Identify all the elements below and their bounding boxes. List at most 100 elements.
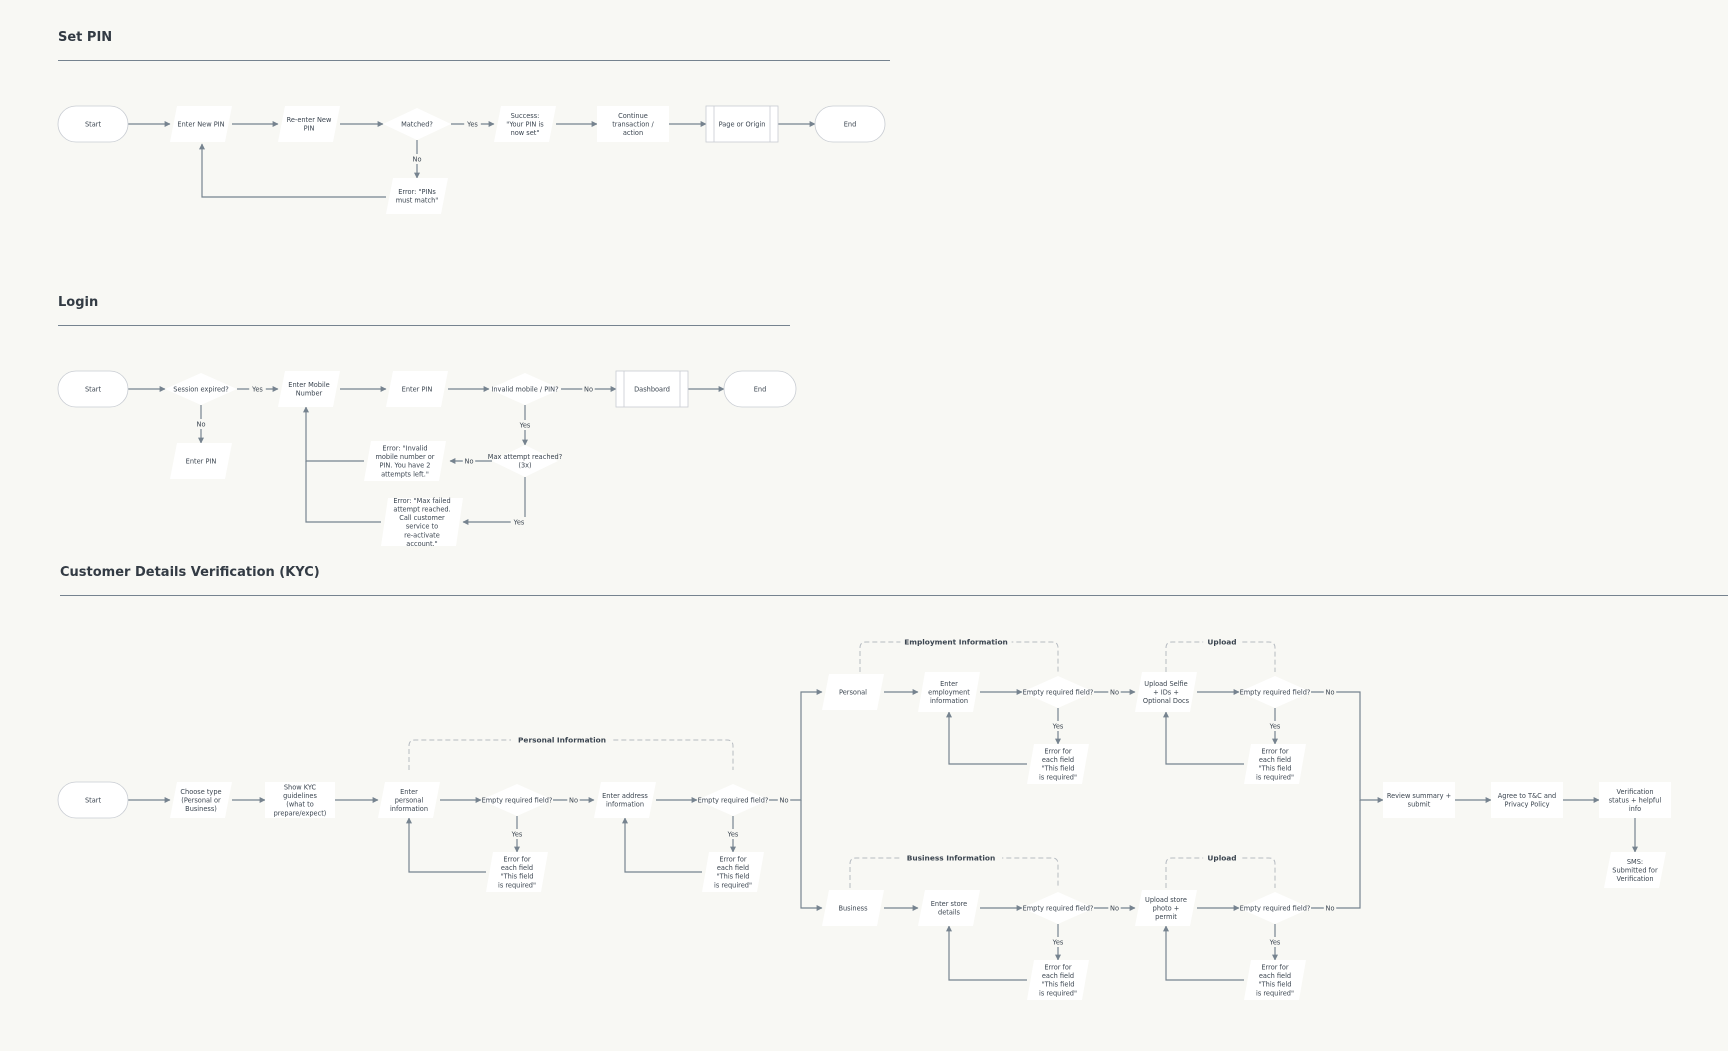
node-lg-start-start[interactable]: Start: [57, 370, 129, 408]
section-title-set-pin: Set PIN: [58, 30, 113, 45]
node-k-business-business[interactable]: Business: [822, 890, 884, 926]
node-sp-page-page-or-origin[interactable]: Page or Origin: [705, 105, 779, 143]
io-shape: [822, 674, 884, 710]
node-k-emp2-empty-required-field[interactable]: Empty required field?: [697, 784, 769, 816]
node-k-emp5-empty-required-field[interactable]: Empty required field?: [1022, 892, 1094, 924]
node-k-review-review-summary-submit[interactable]: Review summary +submit: [1383, 782, 1455, 818]
node-lg-pin2-enter-pin[interactable]: Enter PIN: [170, 443, 232, 479]
connector-k-emp3-to-k-selfie: No: [1094, 687, 1136, 697]
group-personal-information: Personal Information: [408, 735, 734, 770]
node-label: Session expired?: [173, 385, 229, 393]
node-sp-matched-matched[interactable]: Matched?: [383, 108, 451, 140]
node-label: Start: [85, 120, 102, 128]
connector-label-backdrop: [1266, 721, 1284, 731]
connector-label: Yes: [1269, 938, 1281, 946]
io-shape: [918, 672, 980, 712]
node-label: Matched?: [401, 120, 433, 128]
group-boundary: [859, 641, 1059, 672]
connector-sp-matched-to-sp-success: Yes: [451, 119, 495, 129]
io-shape: [702, 852, 764, 892]
group-label: Upload: [1207, 638, 1236, 647]
section-title-kyc: Customer Details Verification (KYC): [60, 565, 320, 580]
io-shape: [1027, 744, 1089, 784]
connector-k-err2-to-k-addr: [622, 817, 702, 873]
decision-shape: [165, 373, 237, 405]
terminal-shape: [814, 105, 886, 143]
predefined-process-shape: [705, 105, 779, 143]
node-k-personal-personal[interactable]: Personal: [822, 674, 884, 710]
connector-label: Yes: [727, 830, 739, 838]
node-lg-dashboard-dashboard[interactable]: Dashboard: [615, 370, 689, 408]
connector-label-backdrop: [249, 384, 266, 394]
node-sp-enter-enter-new-pin[interactable]: Enter New PIN: [170, 106, 232, 142]
io-shape: [486, 852, 548, 892]
group-label: Business Information: [907, 854, 996, 863]
connector-label: No: [1326, 904, 1335, 912]
section-divider-kyc: [60, 595, 1728, 596]
node-k-start-start[interactable]: Start: [57, 781, 129, 819]
node-lg-pin-enter-pin[interactable]: Enter PIN: [386, 371, 448, 407]
connector-lg-max-to-lg-err2: Yes: [462, 477, 528, 527]
connector-label-backdrop: [508, 829, 526, 839]
io-shape: [278, 371, 340, 407]
connector-lg-err2-to-lg-mobile: [305, 461, 381, 523]
node-k-selfie-upload-selfie-ids-optional-d[interactable]: Upload Selfie+ IDs +Optional Docs: [1135, 672, 1197, 712]
connector-k-err6-to-k-storephoto: [1163, 925, 1244, 981]
section-divider-login: [58, 325, 790, 326]
connector-label: Yes: [1052, 938, 1064, 946]
node-label: End: [844, 120, 857, 128]
node-lg-session-session-expired[interactable]: Session expired?: [165, 373, 237, 405]
node-lg-invalid-invalid-mobile-pin[interactable]: Invalid mobile / PIN?: [489, 373, 561, 405]
group-label-backdrop: [1203, 637, 1241, 647]
connector-label-backdrop: [1323, 687, 1337, 697]
node-lg-end-end[interactable]: End: [723, 370, 797, 408]
connector-k-emp5-to-k-storephoto: No: [1094, 903, 1136, 913]
io-shape: [386, 371, 448, 407]
node-k-emp3-empty-required-field[interactable]: Empty required field?: [1022, 676, 1094, 708]
node-label: Max attempt reached?(3x): [488, 453, 563, 470]
group-employment-information: Employment Information: [859, 637, 1059, 672]
node-lg-max-max-attempt-reached-3x[interactable]: Max attempt reached?(3x): [488, 445, 563, 477]
node-sp-end-end[interactable]: End: [814, 105, 886, 143]
node-sp-start-start[interactable]: Start: [57, 105, 129, 143]
connector-label-backdrop: [410, 154, 424, 164]
node-k-emp6-empty-required-field[interactable]: Empty required field?: [1239, 892, 1311, 924]
io-shape: [378, 782, 440, 818]
connector-label-backdrop: [1108, 903, 1121, 913]
connector-lg-invalid-to-lg-max: Yes: [516, 405, 534, 446]
node-k-emp1-empty-required-field[interactable]: Empty required field?: [481, 784, 553, 816]
connector-lg-err1-to-lg-mobile: [303, 406, 364, 462]
connector-label: No: [569, 796, 578, 804]
connector-k-err5-to-k-store: [946, 925, 1027, 981]
node-k-emp4-empty-required-field[interactable]: Empty required field?: [1239, 676, 1311, 708]
decision-shape: [1239, 892, 1311, 924]
